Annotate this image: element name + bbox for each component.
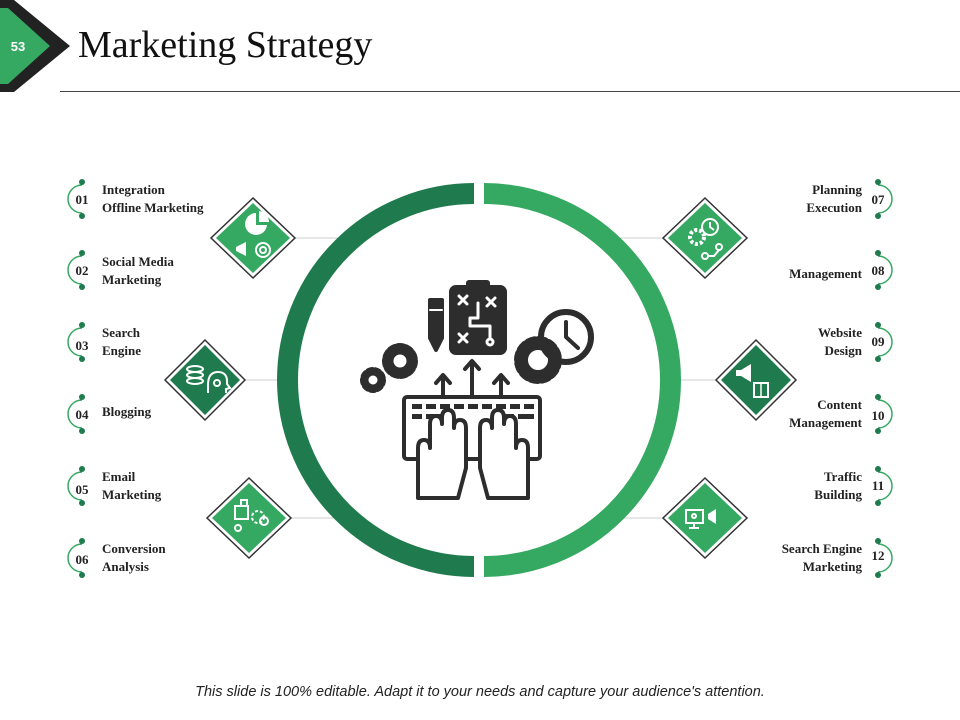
title-divider	[60, 91, 960, 92]
item-label: Website Design	[817, 325, 862, 358]
right-bracket-dots	[875, 179, 881, 578]
item-number: 10	[871, 408, 885, 423]
item-label: Social Media Marketing	[102, 254, 174, 287]
badge-green-arrow	[0, 8, 50, 84]
gears-clock-flow-icon	[688, 218, 723, 260]
item-label: Traffic Building	[814, 469, 862, 502]
ring-right-half	[483, 183, 681, 577]
item-number: 11	[871, 478, 885, 493]
item-label: Management	[789, 266, 862, 281]
slide-number-badge: 53	[0, 0, 70, 92]
item-label: Content Management	[789, 397, 862, 430]
item-number: 02	[75, 263, 89, 278]
item-number: 04	[75, 407, 89, 422]
monitor-megaphone-icon	[685, 509, 716, 529]
right-number-brackets	[877, 184, 893, 573]
item-label: Search Engine	[102, 325, 142, 358]
left-number-brackets	[67, 184, 83, 573]
item-number: 06	[75, 552, 89, 567]
item-label: Blogging	[102, 404, 152, 419]
slide-number: 53	[11, 39, 25, 54]
megaphone-puzzle-icon	[736, 364, 769, 398]
item-label: Planning Execution	[806, 182, 862, 215]
item-number: 07	[871, 192, 885, 207]
ring-left-half	[277, 183, 475, 577]
item-label: Search Engine Marketing	[781, 541, 862, 574]
item-label: Integration Offline Marketing	[102, 182, 204, 215]
pie-chart-megaphone-target-icon	[236, 211, 271, 258]
coins-head-money-icon	[186, 365, 232, 393]
keyboard-hands-strategy-icon	[360, 280, 594, 500]
left-bracket-dots	[79, 179, 85, 578]
puzzle-gears-icon	[234, 499, 269, 532]
diamond-left-1	[209, 196, 297, 280]
item-number: 09	[871, 334, 885, 349]
diamond-right-1	[661, 196, 749, 280]
diamond-left-2	[163, 338, 247, 422]
item-number: 01	[75, 192, 89, 207]
diamond-left-3	[205, 476, 293, 560]
footer-caption: This slide is 100% editable. Adapt it to…	[195, 684, 765, 700]
slide-title: Marketing Strategy	[78, 24, 373, 66]
item-number: 08	[871, 263, 885, 278]
item-label: Conversion Analysis	[102, 541, 166, 574]
item-number: 12	[871, 548, 885, 563]
item-number: 03	[75, 338, 89, 353]
diamond-right-3	[661, 476, 749, 560]
item-label: Email Marketing	[102, 469, 162, 502]
item-number: 05	[75, 482, 89, 497]
diamond-right-2	[714, 338, 798, 422]
